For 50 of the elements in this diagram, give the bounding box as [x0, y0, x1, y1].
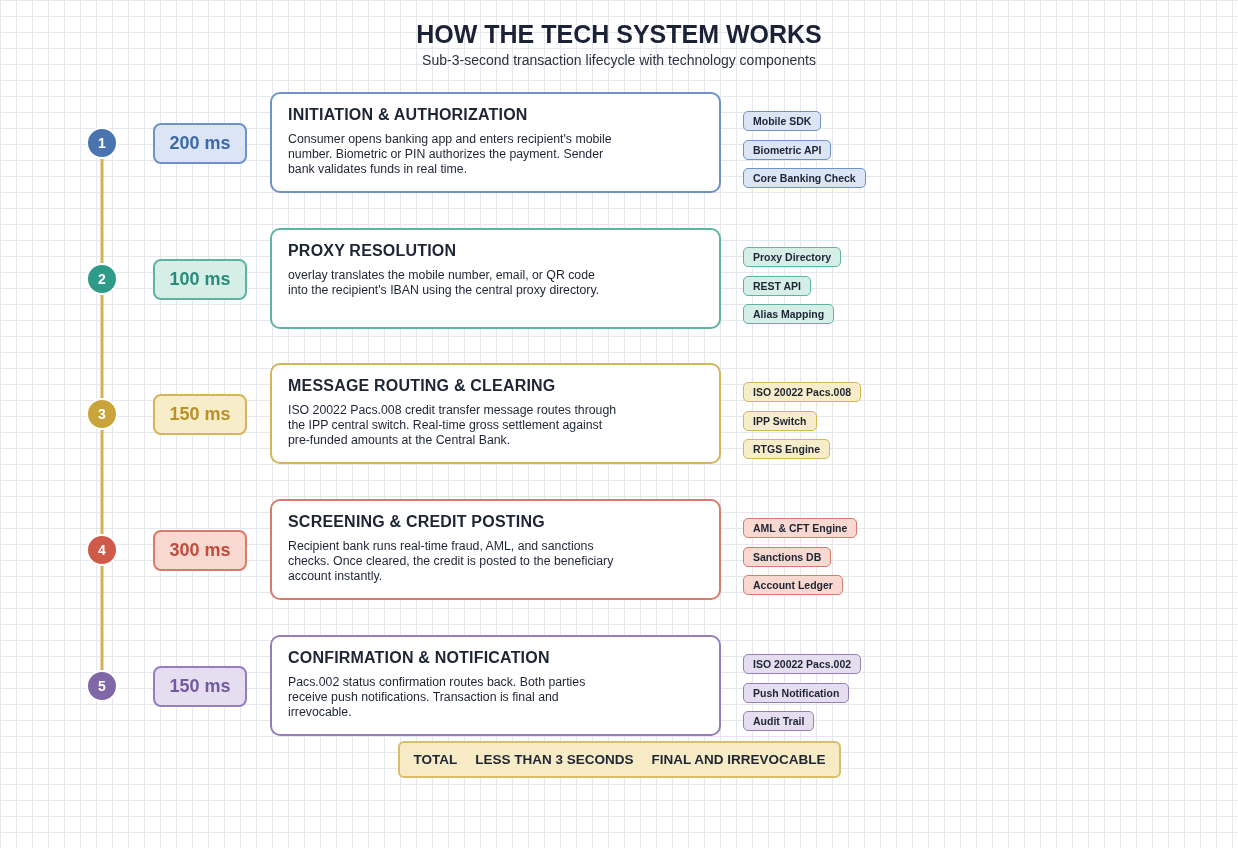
tech-tag: REST API — [743, 275, 812, 296]
tech-tag: Mobile SDK — [743, 111, 822, 131]
tech-tag: Biometric API — [743, 139, 832, 160]
step-description: Consumer opens banking app and enters recipient's mobile number. Biometric or PIN authorizes the payment. Sender bank validates funds in real time. — [288, 132, 613, 177]
tech-tag: Core Banking Check — [743, 168, 866, 188]
step-card — [270, 635, 721, 736]
diagram-title: HOW THE TECH SYSTEM WORKS — [415, 20, 823, 49]
step-number-circle: 5 — [86, 670, 118, 702]
timeline-line — [100, 159, 104, 263]
tech-tag: ISO 20022 Pacs.008 — [743, 382, 862, 402]
step-number-circle: 1 — [86, 127, 118, 159]
step-heading: SCREENING & CREDIT POSTING — [288, 513, 546, 531]
step-heading: PROXY RESOLUTION — [288, 242, 458, 260]
step-number-circle: 3 — [86, 398, 118, 430]
total-banner — [398, 741, 841, 778]
duration-pill: 200 ms — [153, 123, 247, 164]
tech-tag: AML & CFT Engine — [743, 518, 858, 538]
tech-tag: Audit Trail — [743, 711, 815, 731]
tech-tag: Sanctions DB — [743, 546, 832, 567]
total-text: TOTAL — [413, 752, 458, 767]
duration-pill: 150 ms — [153, 666, 247, 707]
timeline-line — [100, 566, 104, 670]
tech-tag: Push Notification — [743, 682, 850, 703]
step-description: Pacs.002 status confirmation routes back. Both parties receive push notifications. Transaction is final and irrevocable. — [288, 675, 587, 720]
step-description: overlay translates the mobile number, email, or QR code into the recipient's IBAN using the central proxy directory. — [288, 268, 601, 298]
timeline-line — [100, 430, 104, 534]
step-heading: CONFIRMATION & NOTIFICATION — [288, 649, 551, 667]
tech-tag: RTGS Engine — [743, 439, 831, 459]
timeline-line — [100, 295, 104, 398]
duration-pill: 300 ms — [153, 530, 247, 571]
diagram-subtitle: Sub-3-second transaction lifecycle with technology components — [421, 52, 817, 68]
step-card — [270, 92, 721, 193]
step-heading: INITIATION & AUTHORIZATION — [288, 106, 529, 124]
tech-tag: Account Ledger — [743, 575, 843, 595]
step-number-circle: 2 — [86, 263, 118, 295]
tech-tag: IPP Switch — [743, 410, 817, 431]
step-card — [270, 363, 721, 464]
step-heading: MESSAGE ROUTING & CLEARING — [288, 377, 557, 395]
duration-pill: 150 ms — [153, 394, 247, 435]
step-card — [270, 499, 721, 600]
tech-tag: ISO 20022 Pacs.002 — [743, 654, 862, 674]
total-text: FINAL AND IRREVOCABLE — [651, 752, 826, 767]
step-number-circle: 4 — [86, 534, 118, 566]
total-text: LESS THAN 3 SECONDS — [475, 752, 634, 767]
step-description: Recipient bank runs real-time fraud, AML, and sanctions checks. Once cleared, the credit is posted to the beneficiary account instantly. — [288, 539, 615, 584]
step-card — [270, 228, 721, 329]
duration-pill: 100 ms — [153, 259, 247, 300]
tech-tag: Proxy Directory — [743, 247, 842, 267]
tech-tag: Alias Mapping — [743, 304, 835, 324]
step-description: ISO 20022 Pacs.008 credit transfer message routes through the IPP central switch. Real-time gross settlement against pre-funded amounts at the Central Bank. — [288, 403, 618, 448]
